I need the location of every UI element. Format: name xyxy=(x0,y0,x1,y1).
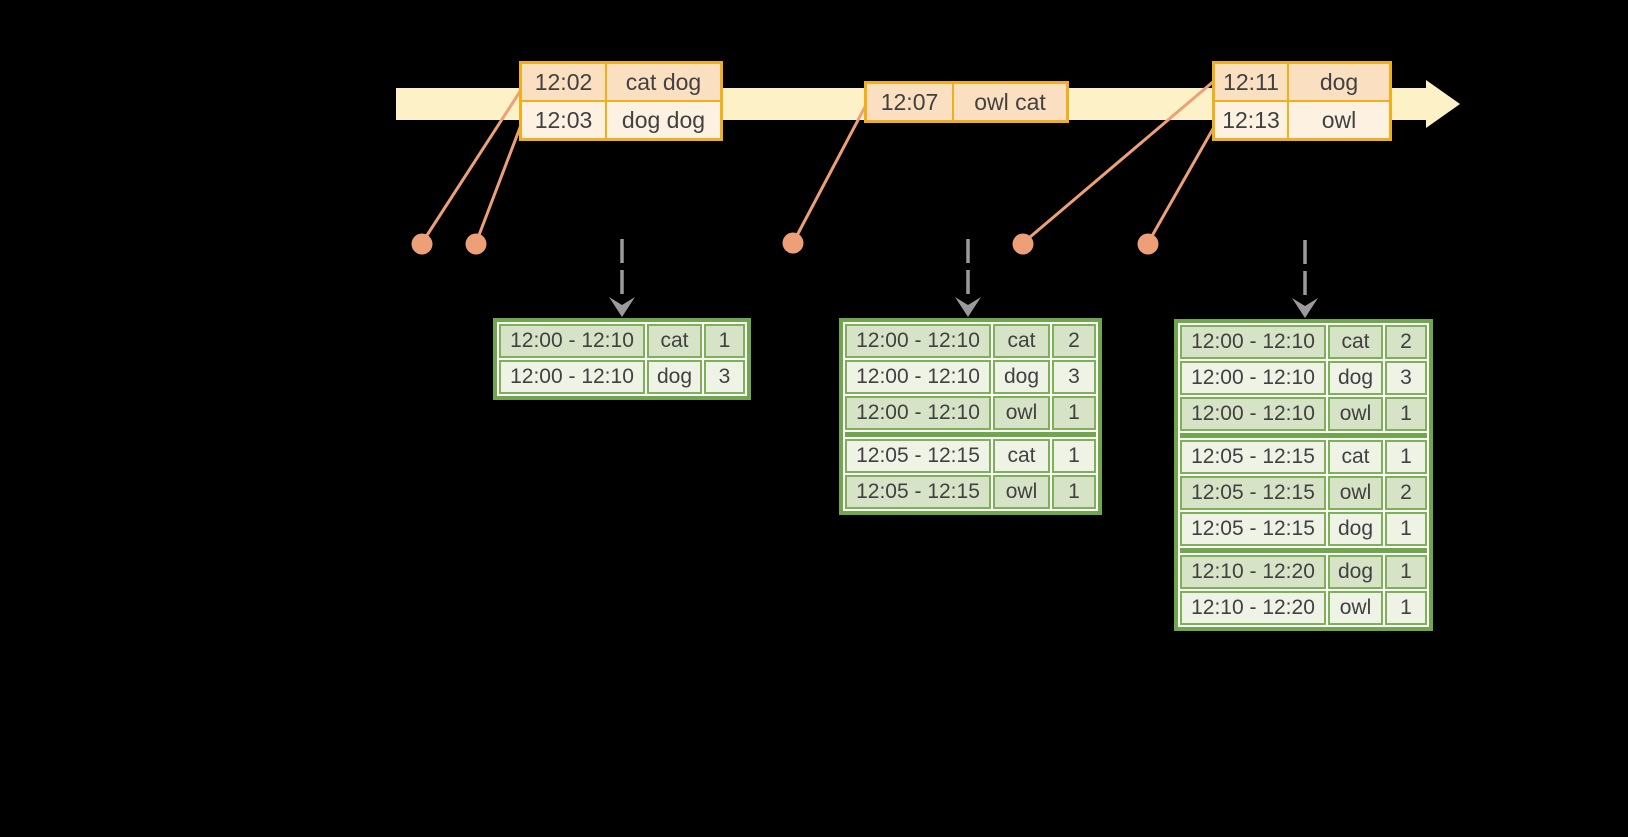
count-cell: 2 xyxy=(1385,325,1427,359)
result-row: 12:10 - 12:20 dog 1 xyxy=(1180,555,1427,589)
event-link-line xyxy=(1146,125,1216,245)
count-cell: 1 xyxy=(1385,591,1427,625)
result-row: 12:00 - 12:10 cat 2 xyxy=(1180,325,1427,359)
count-cell: 1 xyxy=(1052,475,1096,509)
window-cell: 12:05 - 12:15 xyxy=(845,439,991,473)
result-row: 12:05 - 12:15 owl 2 xyxy=(1180,476,1427,510)
ingest-dot-icon xyxy=(411,233,433,255)
word-cell: cat xyxy=(647,324,702,358)
window-cell: 12:00 - 12:10 xyxy=(845,360,991,394)
word-cell: cat xyxy=(1328,440,1383,474)
count-cell: 3 xyxy=(704,360,745,394)
trigger-arrowhead-icon xyxy=(1292,298,1318,318)
event-time-cell: 12:07 xyxy=(867,84,952,120)
word-cell: cat xyxy=(1328,325,1383,359)
count-cell: 3 xyxy=(1385,361,1427,395)
count-cell: 2 xyxy=(1052,324,1096,358)
window-cell: 12:00 - 12:10 xyxy=(499,360,645,394)
window-group-divider xyxy=(1180,433,1427,438)
count-cell: 1 xyxy=(1385,440,1427,474)
event-link-line xyxy=(791,103,868,245)
event-words-cell: dog xyxy=(1289,64,1389,100)
window-cell: 12:10 - 12:20 xyxy=(1180,555,1326,589)
window-cell: 12:00 - 12:10 xyxy=(845,324,991,358)
result-row: 12:05 - 12:15 cat 1 xyxy=(1180,440,1427,474)
result-row: 12:00 - 12:10 dog 3 xyxy=(499,360,745,394)
trigger-arrowhead-icon xyxy=(955,297,981,317)
event-time-cell: 12:13 xyxy=(1215,102,1287,138)
timeline-arrowhead-icon xyxy=(1426,80,1460,128)
result-row: 12:00 - 12:10 cat 1 xyxy=(499,324,745,358)
event-time-cell: 12:02 xyxy=(522,64,605,100)
event-table: 12:02 cat dog 12:03 dog dog xyxy=(519,61,723,141)
result-table: 12:00 - 12:10 cat 2 12:00 - 12:10 dog 3 … xyxy=(839,318,1102,515)
window-cell: 12:00 - 12:10 xyxy=(1180,325,1326,359)
word-cell: owl xyxy=(993,396,1050,430)
window-cell: 12:00 - 12:10 xyxy=(499,324,645,358)
window-cell: 12:05 - 12:15 xyxy=(1180,476,1326,510)
result-table: 12:00 - 12:10 cat 2 12:00 - 12:10 dog 3 … xyxy=(1174,319,1433,631)
window-cell: 12:05 - 12:15 xyxy=(845,475,991,509)
word-cell: dog xyxy=(1328,512,1383,546)
event-table: 12:07 owl cat xyxy=(864,81,1069,123)
word-cell: owl xyxy=(1328,476,1383,510)
word-cell: dog xyxy=(1328,361,1383,395)
event-link-line xyxy=(1021,79,1216,245)
event-words-cell: owl cat xyxy=(954,84,1066,120)
event-words-cell: owl xyxy=(1289,102,1389,138)
result-row: 12:05 - 12:15 owl 1 xyxy=(845,475,1096,509)
window-cell: 12:00 - 12:10 xyxy=(845,396,991,430)
trigger-arrowhead-icon xyxy=(609,297,635,317)
count-cell: 2 xyxy=(1385,476,1427,510)
event-time-cell: 12:11 xyxy=(1215,64,1287,100)
result-row: 12:00 - 12:10 dog 3 xyxy=(845,360,1096,394)
count-cell: 1 xyxy=(1385,512,1427,546)
word-cell: cat xyxy=(993,324,1050,358)
event-link-line xyxy=(474,123,523,245)
count-cell: 1 xyxy=(704,324,745,358)
window-cell: 12:05 - 12:15 xyxy=(1180,512,1326,546)
ingest-dot-icon xyxy=(1012,233,1034,255)
count-cell: 1 xyxy=(1385,397,1427,431)
result-row: 12:05 - 12:15 dog 1 xyxy=(1180,512,1427,546)
result-row: 12:00 - 12:10 cat 2 xyxy=(845,324,1096,358)
result-table: 12:00 - 12:10 cat 1 12:00 - 12:10 dog 3 xyxy=(493,318,751,400)
word-cell: dog xyxy=(993,360,1050,394)
count-cell: 3 xyxy=(1052,360,1096,394)
ingest-dot-icon xyxy=(465,233,487,255)
window-cell: 12:00 - 12:10 xyxy=(1180,361,1326,395)
event-words-cell: cat dog xyxy=(607,64,720,100)
result-row: 12:00 - 12:10 dog 3 xyxy=(1180,361,1427,395)
word-cell: dog xyxy=(1328,555,1383,589)
count-cell: 1 xyxy=(1385,555,1427,589)
window-cell: 12:05 - 12:15 xyxy=(1180,440,1326,474)
event-words-cell: dog dog xyxy=(607,102,720,138)
window-cell: 12:00 - 12:10 xyxy=(1180,397,1326,431)
event-link-line xyxy=(420,88,523,245)
event-time-cell: 12:03 xyxy=(522,102,605,138)
window-group-divider xyxy=(1180,548,1427,553)
result-row: 12:10 - 12:20 owl 1 xyxy=(1180,591,1427,625)
window-cell: 12:10 - 12:20 xyxy=(1180,591,1326,625)
window-group-divider xyxy=(845,432,1096,437)
word-cell: owl xyxy=(993,475,1050,509)
ingest-dot-icon xyxy=(1137,233,1159,255)
word-cell: dog xyxy=(647,360,702,394)
count-cell: 1 xyxy=(1052,439,1096,473)
result-row: 12:05 - 12:15 cat 1 xyxy=(845,439,1096,473)
result-row: 12:00 - 12:10 owl 1 xyxy=(1180,397,1427,431)
event-table: 12:11 dog 12:13 owl xyxy=(1212,61,1392,141)
ingest-dot-icon xyxy=(782,232,804,254)
word-cell: owl xyxy=(1328,591,1383,625)
count-cell: 1 xyxy=(1052,396,1096,430)
word-cell: owl xyxy=(1328,397,1383,431)
result-row: 12:00 - 12:10 owl 1 xyxy=(845,396,1096,430)
word-cell: cat xyxy=(993,439,1050,473)
